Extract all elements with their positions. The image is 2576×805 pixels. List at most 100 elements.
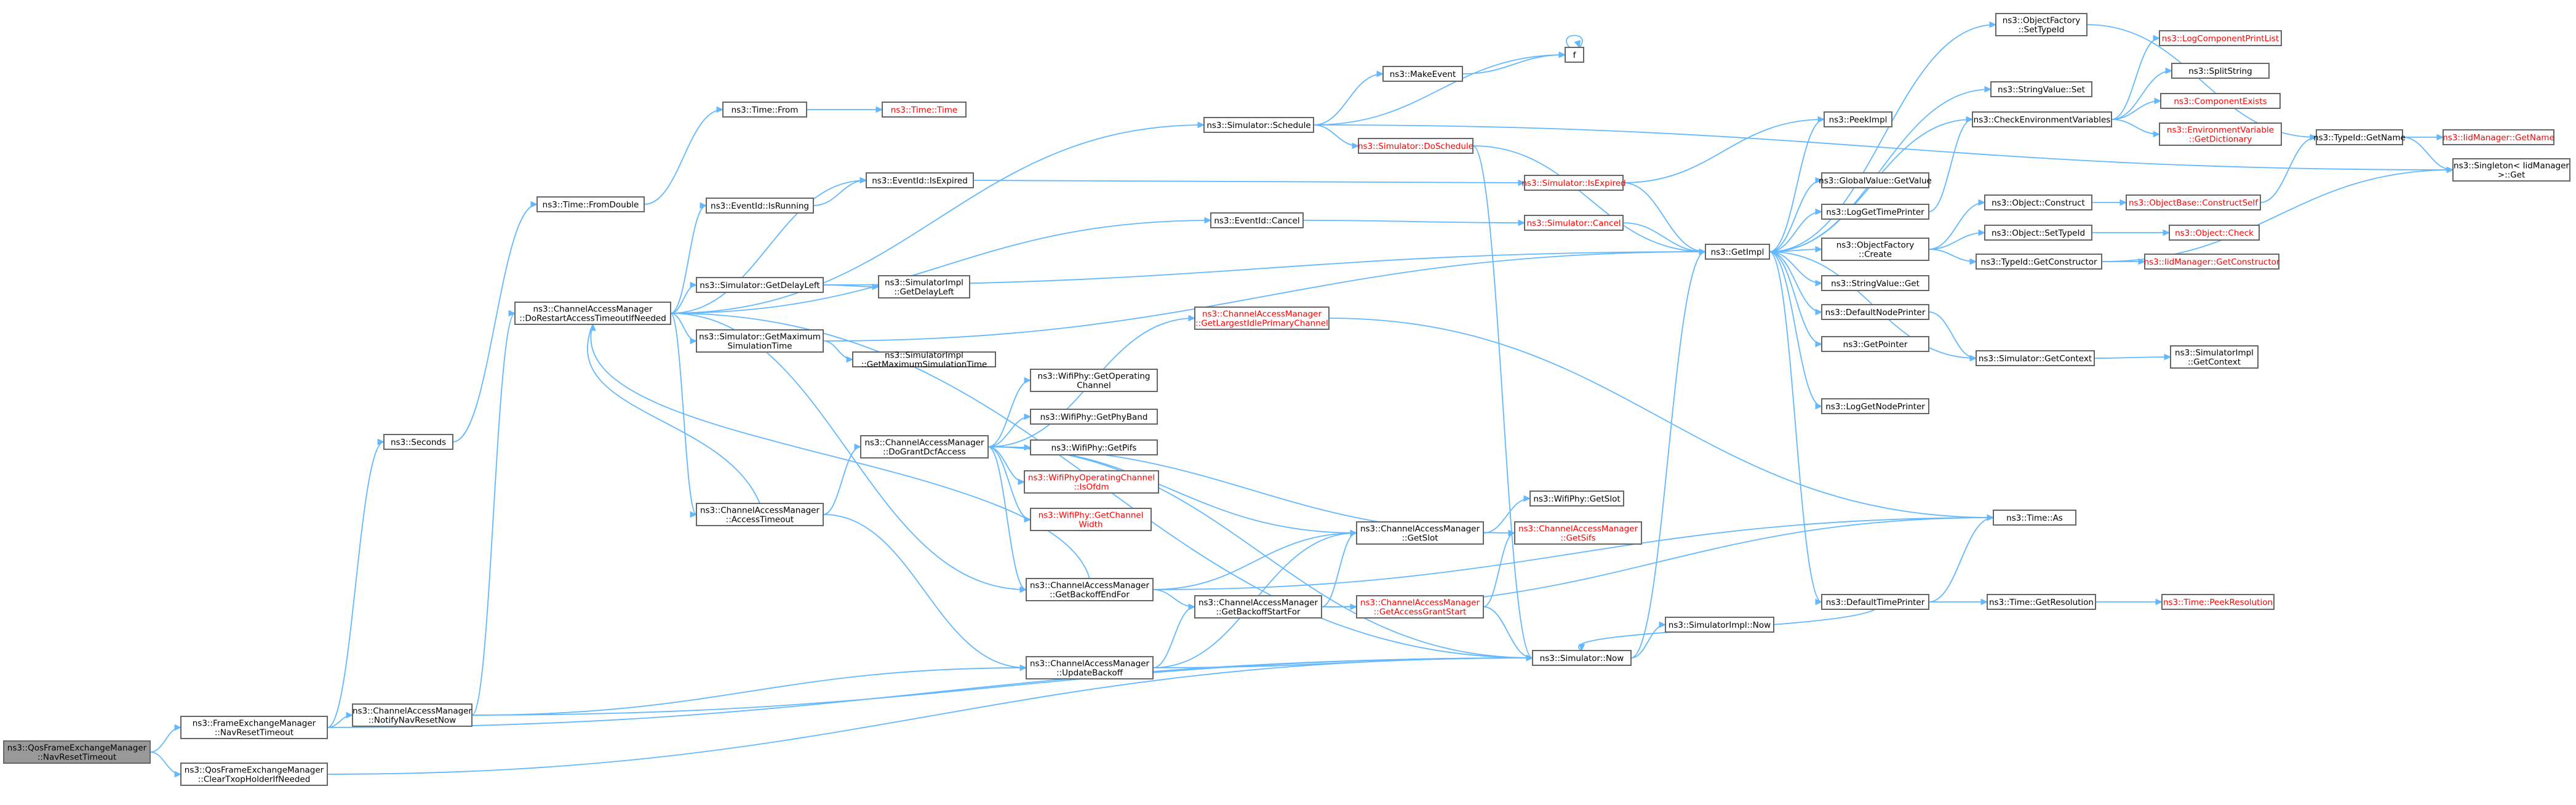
node-idm_getctor[interactable]: ns3::IidManager::GetConstructor xyxy=(2144,254,2280,270)
node-make_event[interactable]: ns3::MakeEvent xyxy=(1382,66,1463,82)
edge-arrowhead xyxy=(1989,21,1997,28)
node-do_restart[interactable]: ns3::ChannelAccessManager::DoRestartAcce… xyxy=(514,302,671,325)
node-time_getres[interactable]: ns3::Time::GetResolution xyxy=(1987,594,2096,610)
node-box xyxy=(696,329,824,353)
node-box xyxy=(1821,304,1929,320)
node-get_delay[interactable]: ns3::Simulator::GetDelayLeft xyxy=(696,277,824,293)
edge-line xyxy=(1928,517,1994,603)
node-backoff_start[interactable]: ns3::ChannelAccessManager::GetBackoffSta… xyxy=(1194,595,1322,619)
node-get_phyband[interactable]: ns3::WifiPhy::GetPhyBand xyxy=(1030,409,1158,425)
edge-arrowhead xyxy=(2310,134,2318,141)
node-cam_getsifs[interactable]: ns3::ChannelAccessManager::GetSifs xyxy=(1514,521,1642,545)
node-log_node[interactable]: ns3::LogGetNodePrinter xyxy=(1821,398,1929,414)
node-access_timeout[interactable]: ns3::ChannelAccessManager::AccessTimeout xyxy=(696,503,824,526)
node-idm_getname[interactable]: ns3::IidManager::GetName xyxy=(2442,129,2554,145)
node-peekimpl[interactable]: ns3::PeekImpl xyxy=(1824,111,1892,127)
node-sim_isexpired[interactable]: ns3::Simulator::IsExpired xyxy=(1521,175,1626,191)
node-label: ns3::IidManager::GetName xyxy=(2442,133,2554,143)
node-box xyxy=(1972,111,2112,127)
node-comp_exists[interactable]: ns3::ComponentExists xyxy=(2160,93,2281,109)
node-evt_cancel[interactable]: ns3::EventId::Cancel xyxy=(1210,212,1304,228)
call-edge-sim_now-to-impl_now xyxy=(1630,621,1667,659)
node-sim_cancel[interactable]: ns3::Simulator::Cancel xyxy=(1524,215,1624,231)
node-time_time[interactable]: ns3::Time::Time xyxy=(882,102,967,118)
call-edge-schedule-to-do_schedule xyxy=(1313,124,1360,150)
node-time_from[interactable]: ns3::Time::From xyxy=(722,102,807,118)
node-check_env[interactable]: ns3::CheckEnvironmentVariables xyxy=(1972,111,2112,127)
node-update_backoff[interactable]: ns3::ChannelAccessManager::UpdateBackoff xyxy=(1026,656,1154,679)
node-of_settypeid[interactable]: ns3::ObjectFactory::SetTypeId xyxy=(1995,13,2088,36)
node-time_as[interactable]: ns3::Time::As xyxy=(1993,510,2076,526)
call-edge-do_restart-to-get_maxsim xyxy=(670,313,698,345)
node-schedule[interactable]: ns3::Simulator::Schedule xyxy=(1203,117,1314,133)
node-grant_dcf[interactable]: ns3::ChannelAccessManager::DoGrantDcfAcc… xyxy=(860,435,989,459)
node-log_time[interactable]: ns3::LogGetTimePrinter xyxy=(1821,204,1929,220)
node-box xyxy=(1524,175,1624,191)
node-of_create[interactable]: ns3::ObjectFactory::Create xyxy=(1821,238,1929,261)
node-label: ns3::Object::SetTypeId xyxy=(1992,228,2085,238)
node-env_dict[interactable]: ns3::EnvironmentVariable::GetDictionary xyxy=(2159,122,2282,146)
node-f[interactable]: f xyxy=(1565,47,1584,63)
node-fem_nav[interactable]: ns3::FrameExchangeManager::NavResetTimeo… xyxy=(180,716,328,739)
edge-line xyxy=(2111,119,2160,135)
node-impl_delay[interactable]: ns3::SimulatorImpl::GetDelayLeft xyxy=(878,275,970,298)
node-peek_res[interactable]: ns3::Time::PeekResolution xyxy=(2161,594,2275,610)
node-is_ofdm[interactable]: ns3::WifiPhyOperatingChannel::IsOfdm xyxy=(1024,470,1159,494)
node-root[interactable]: ns3::QosFrameExchangeManager::NavResetTi… xyxy=(3,740,151,764)
node-box xyxy=(1030,409,1158,425)
edge-arrowhead xyxy=(690,511,698,518)
node-sv_get[interactable]: ns3::StringValue::Get xyxy=(1821,275,1929,291)
node-impl_maxsim[interactable]: ns3::SimulatorImpl::GetMaximumSimulation… xyxy=(852,351,996,370)
node-tid_getname[interactable]: ns3::TypeId::GetName xyxy=(2313,129,2406,145)
node-evt_expired[interactable]: ns3::EventId::IsExpired xyxy=(866,172,974,188)
node-sim_now[interactable]: ns3::Simulator::Now xyxy=(1532,650,1632,666)
node-obj_check[interactable]: ns3::Object::Check xyxy=(2169,225,2260,241)
node-cam_getslot[interactable]: ns3::ChannelAccessManager::GetSlot xyxy=(1356,521,1484,545)
call-edge-getimpl-to-gv_getvalue xyxy=(1769,177,1823,252)
edge-line xyxy=(670,205,707,314)
node-obj_settypeid[interactable]: ns3::Object::SetTypeId xyxy=(1984,225,2092,241)
node-label: ::GetAccessGrantStart xyxy=(1374,607,1466,617)
edge-arrowhead xyxy=(508,310,516,317)
node-log_comp[interactable]: ns3::LogComponentPrintList xyxy=(2159,30,2282,46)
node-label: ns3::WifiPhy::GetChannel xyxy=(1039,511,1144,521)
node-box xyxy=(1976,254,2102,270)
node-get_pifs[interactable]: ns3::WifiPhy::GetPifs xyxy=(1030,439,1158,455)
node-def_node[interactable]: ns3::DefaultNodePrinter xyxy=(1821,304,1929,320)
call-edge-getimpl-to-getpointer xyxy=(1769,251,1823,348)
node-sim_getctx[interactable]: ns3::Simulator::GetContext xyxy=(1976,350,2095,366)
node-impl_now[interactable]: ns3::SimulatorImpl::Now xyxy=(1665,617,1774,633)
node-label: ns3::EventId::Cancel xyxy=(1214,216,1299,226)
edge-arrowhead xyxy=(1817,116,1825,123)
node-do_schedule[interactable]: ns3::Simulator::DoSchedule xyxy=(1358,138,1473,154)
node-impl_getctx[interactable]: ns3::SimulatorImpl::GetContext xyxy=(2170,345,2259,369)
node-getimpl[interactable]: ns3::GetImpl xyxy=(1705,244,1770,260)
node-label: ns3::Object::Construct xyxy=(1992,198,2085,208)
node-tid_getctor[interactable]: ns3::TypeId::GetConstructor xyxy=(1976,254,2102,270)
node-sv_set[interactable]: ns3::StringValue::Set xyxy=(1990,81,2092,97)
node-access_grant[interactable]: ns3::ChannelAccessManager::GetAccessGran… xyxy=(1356,595,1484,619)
node-largest_idle[interactable]: ns3::ChannelAccessManager::GetLargestIdl… xyxy=(1194,306,1330,330)
edge-line xyxy=(1152,657,1533,668)
node-qfem_clear[interactable]: ns3::QosFrameExchangeManager::ClearTxopH… xyxy=(180,763,328,786)
call-edge-fromdouble-to-time_from xyxy=(644,106,724,205)
node-backoff_end[interactable]: ns3::ChannelAccessManager::GetBackoffEnd… xyxy=(1026,578,1154,601)
node-ob_construct[interactable]: ns3::ObjectBase::ConstructSelf xyxy=(2126,194,2261,210)
node-obj_construct[interactable]: ns3::Object::Construct xyxy=(1984,194,2092,210)
node-fromdouble[interactable]: ns3::Time::FromDouble xyxy=(536,196,645,212)
node-notify_nav[interactable]: ns3::ChannelAccessManager::NotifyNavRese… xyxy=(352,703,473,727)
node-evt_running[interactable]: ns3::EventId::IsRunning xyxy=(706,198,814,214)
edge-arrowhead xyxy=(1815,279,1823,287)
node-get_maxsim[interactable]: ns3::Simulator::GetMaximumSimulationTime xyxy=(696,329,824,353)
node-getpointer[interactable]: ns3::GetPointer xyxy=(1821,336,1929,352)
node-seconds[interactable]: ns3::Seconds xyxy=(383,434,453,450)
node-split[interactable]: ns3::SplitString xyxy=(2171,63,2270,79)
node-label: ns3::ObjectFactory xyxy=(2003,16,2081,26)
node-singleton[interactable]: ns3::Singleton< IidManager>::Get xyxy=(2452,158,2570,182)
node-def_time[interactable]: ns3::DefaultTimePrinter xyxy=(1821,594,1929,610)
node-gv_getvalue[interactable]: ns3::GlobalValue::GetValue xyxy=(1819,172,1932,188)
node-phy_getslot[interactable]: ns3::WifiPhy::GetSlot xyxy=(1529,491,1624,507)
